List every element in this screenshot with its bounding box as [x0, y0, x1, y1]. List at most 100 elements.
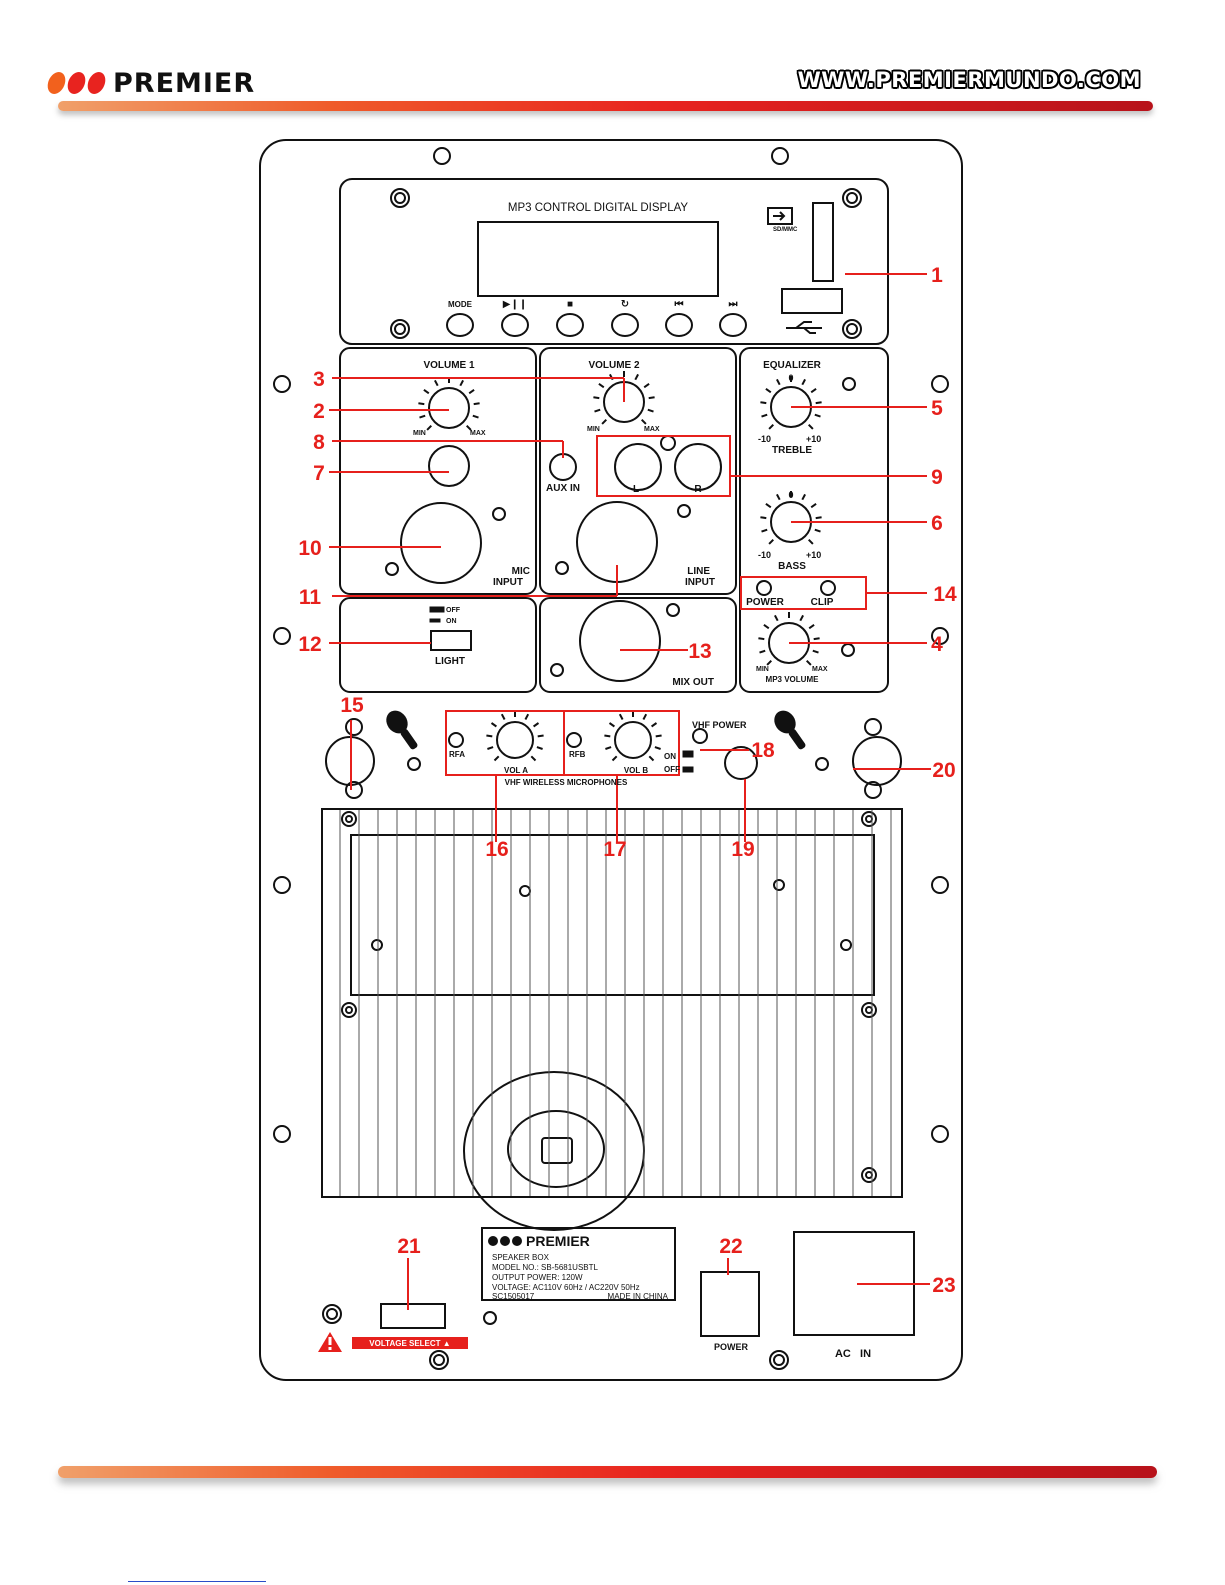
transport-button-label-2: ■ — [567, 299, 573, 310]
callout-16: 16 — [485, 838, 508, 861]
knob-tick — [536, 746, 543, 750]
rca-right-label: R — [694, 484, 702, 495]
knob-tick — [761, 528, 768, 533]
knob-tick — [634, 373, 639, 381]
sd-card-slot — [812, 202, 834, 282]
volume2-label: VOLUME 2 — [588, 360, 640, 371]
rating-line-4: VOLTAGE: AC110V 60Hz / AC220V 50Hz — [492, 1283, 640, 1292]
knob-tick — [598, 382, 605, 389]
usb-icon — [786, 321, 822, 334]
mp3-volume-max: MAX — [812, 666, 828, 673]
knob-tick — [465, 424, 472, 431]
knob-tick — [533, 722, 540, 728]
volume2-max: MAX — [644, 426, 660, 433]
rating-origin: MADE IN CHINA — [608, 1292, 669, 1301]
mix-out-label: MIX OUT — [672, 677, 714, 688]
treble-label: TREBLE — [772, 445, 812, 456]
callout-7: 7 — [313, 462, 325, 485]
callout-9: 9 — [931, 466, 943, 489]
knob-tick — [759, 649, 766, 654]
knob-tick — [618, 713, 624, 720]
usb-port — [781, 288, 843, 314]
clip-led-label: CLIP — [811, 597, 834, 608]
vhf-on-label: ON — [664, 752, 676, 761]
knob-tick — [487, 746, 494, 750]
rfb-label: RFB — [569, 750, 586, 759]
transport-button-labels: MODE▶❙❙■↻⏮⏭ — [448, 299, 738, 310]
light-switch — [430, 630, 472, 651]
knob-tick — [807, 538, 814, 545]
knob-tick — [766, 659, 773, 666]
line-label: LINE — [687, 566, 710, 577]
knob-tick — [812, 649, 819, 654]
speaker-cone-inner — [507, 1110, 605, 1188]
header-bar — [58, 101, 1153, 111]
vol-b-label: VOL B — [624, 766, 649, 775]
rca-left-label: L — [633, 484, 639, 495]
volume1-label: VOLUME 1 — [423, 360, 475, 371]
treble-minus: -10 — [758, 434, 771, 444]
callout-6: 6 — [931, 512, 943, 535]
knob-tick — [776, 493, 781, 501]
panel-outline — [259, 139, 963, 1381]
equalizer-label: EQUALIZER — [763, 360, 822, 371]
knob-tick — [654, 746, 661, 750]
mp3-display — [477, 221, 719, 297]
knob-tick — [760, 401, 767, 405]
knob-tick — [604, 734, 611, 738]
power-switch-label: POWER — [714, 1342, 749, 1352]
rca-left — [614, 443, 662, 491]
knob-tick — [810, 502, 817, 509]
knob-tick — [473, 402, 480, 406]
knob-tick — [537, 734, 544, 738]
rating-brand: PREMIER — [526, 1233, 590, 1249]
knob-tick — [815, 401, 822, 405]
heatsink-fins — [339, 810, 892, 1196]
callout-3: 3 — [313, 368, 325, 391]
heatsink-plate — [350, 834, 875, 996]
callout-18: 18 — [751, 739, 775, 762]
callout-5: 5 — [931, 397, 943, 420]
callout-8: 8 — [313, 431, 325, 454]
light-label: LIGHT — [435, 656, 465, 667]
knob-tick — [808, 623, 815, 630]
knob-tick — [648, 396, 655, 400]
callout-10: 10 — [298, 537, 321, 560]
header-logo: PREMIER — [45, 66, 255, 100]
callout-leaders — [329, 273, 931, 1310]
knob-tick — [605, 746, 612, 750]
rating-line-1: SPEAKER BOX — [492, 1253, 550, 1262]
knob-tick — [651, 722, 658, 728]
transport-button-label-5: ⏭ — [729, 299, 738, 310]
heatsink-screws — [341, 811, 877, 1183]
knob-tick — [768, 423, 775, 430]
rating-label — [481, 1227, 676, 1301]
knob-tick-marks — [418, 371, 822, 762]
vol-b-highlight — [563, 710, 680, 776]
footer-bar — [58, 1466, 1157, 1478]
treble-plus: +10 — [806, 434, 821, 444]
volume1-max: MAX — [470, 430, 486, 437]
vol-b-knob — [614, 721, 652, 759]
vhf-power-switch — [724, 746, 758, 780]
knob-tick — [799, 614, 804, 622]
knob-tick — [601, 418, 608, 425]
bass-minus: -10 — [758, 550, 771, 560]
plate-screws — [273, 147, 949, 1325]
knob-tick — [459, 379, 464, 387]
vhf-power-label: VHF POWER — [692, 720, 747, 730]
equalizer-section — [739, 347, 889, 693]
callout-22: 22 — [719, 1235, 742, 1258]
aux-in-label: AUX IN — [546, 483, 580, 494]
transport-button-outlines — [446, 313, 747, 337]
transport-button-label-1: ▶❙❙ — [503, 299, 527, 310]
knob-tick — [493, 755, 500, 762]
knob-tick — [530, 755, 537, 762]
vol-a-label: VOL A — [504, 766, 528, 775]
voltage-select-badge — [352, 1337, 468, 1349]
clip-led — [820, 580, 836, 596]
line-input-label: INPUT — [685, 577, 715, 588]
wireless-antenna-right — [852, 736, 902, 786]
knob-tick — [593, 396, 600, 400]
